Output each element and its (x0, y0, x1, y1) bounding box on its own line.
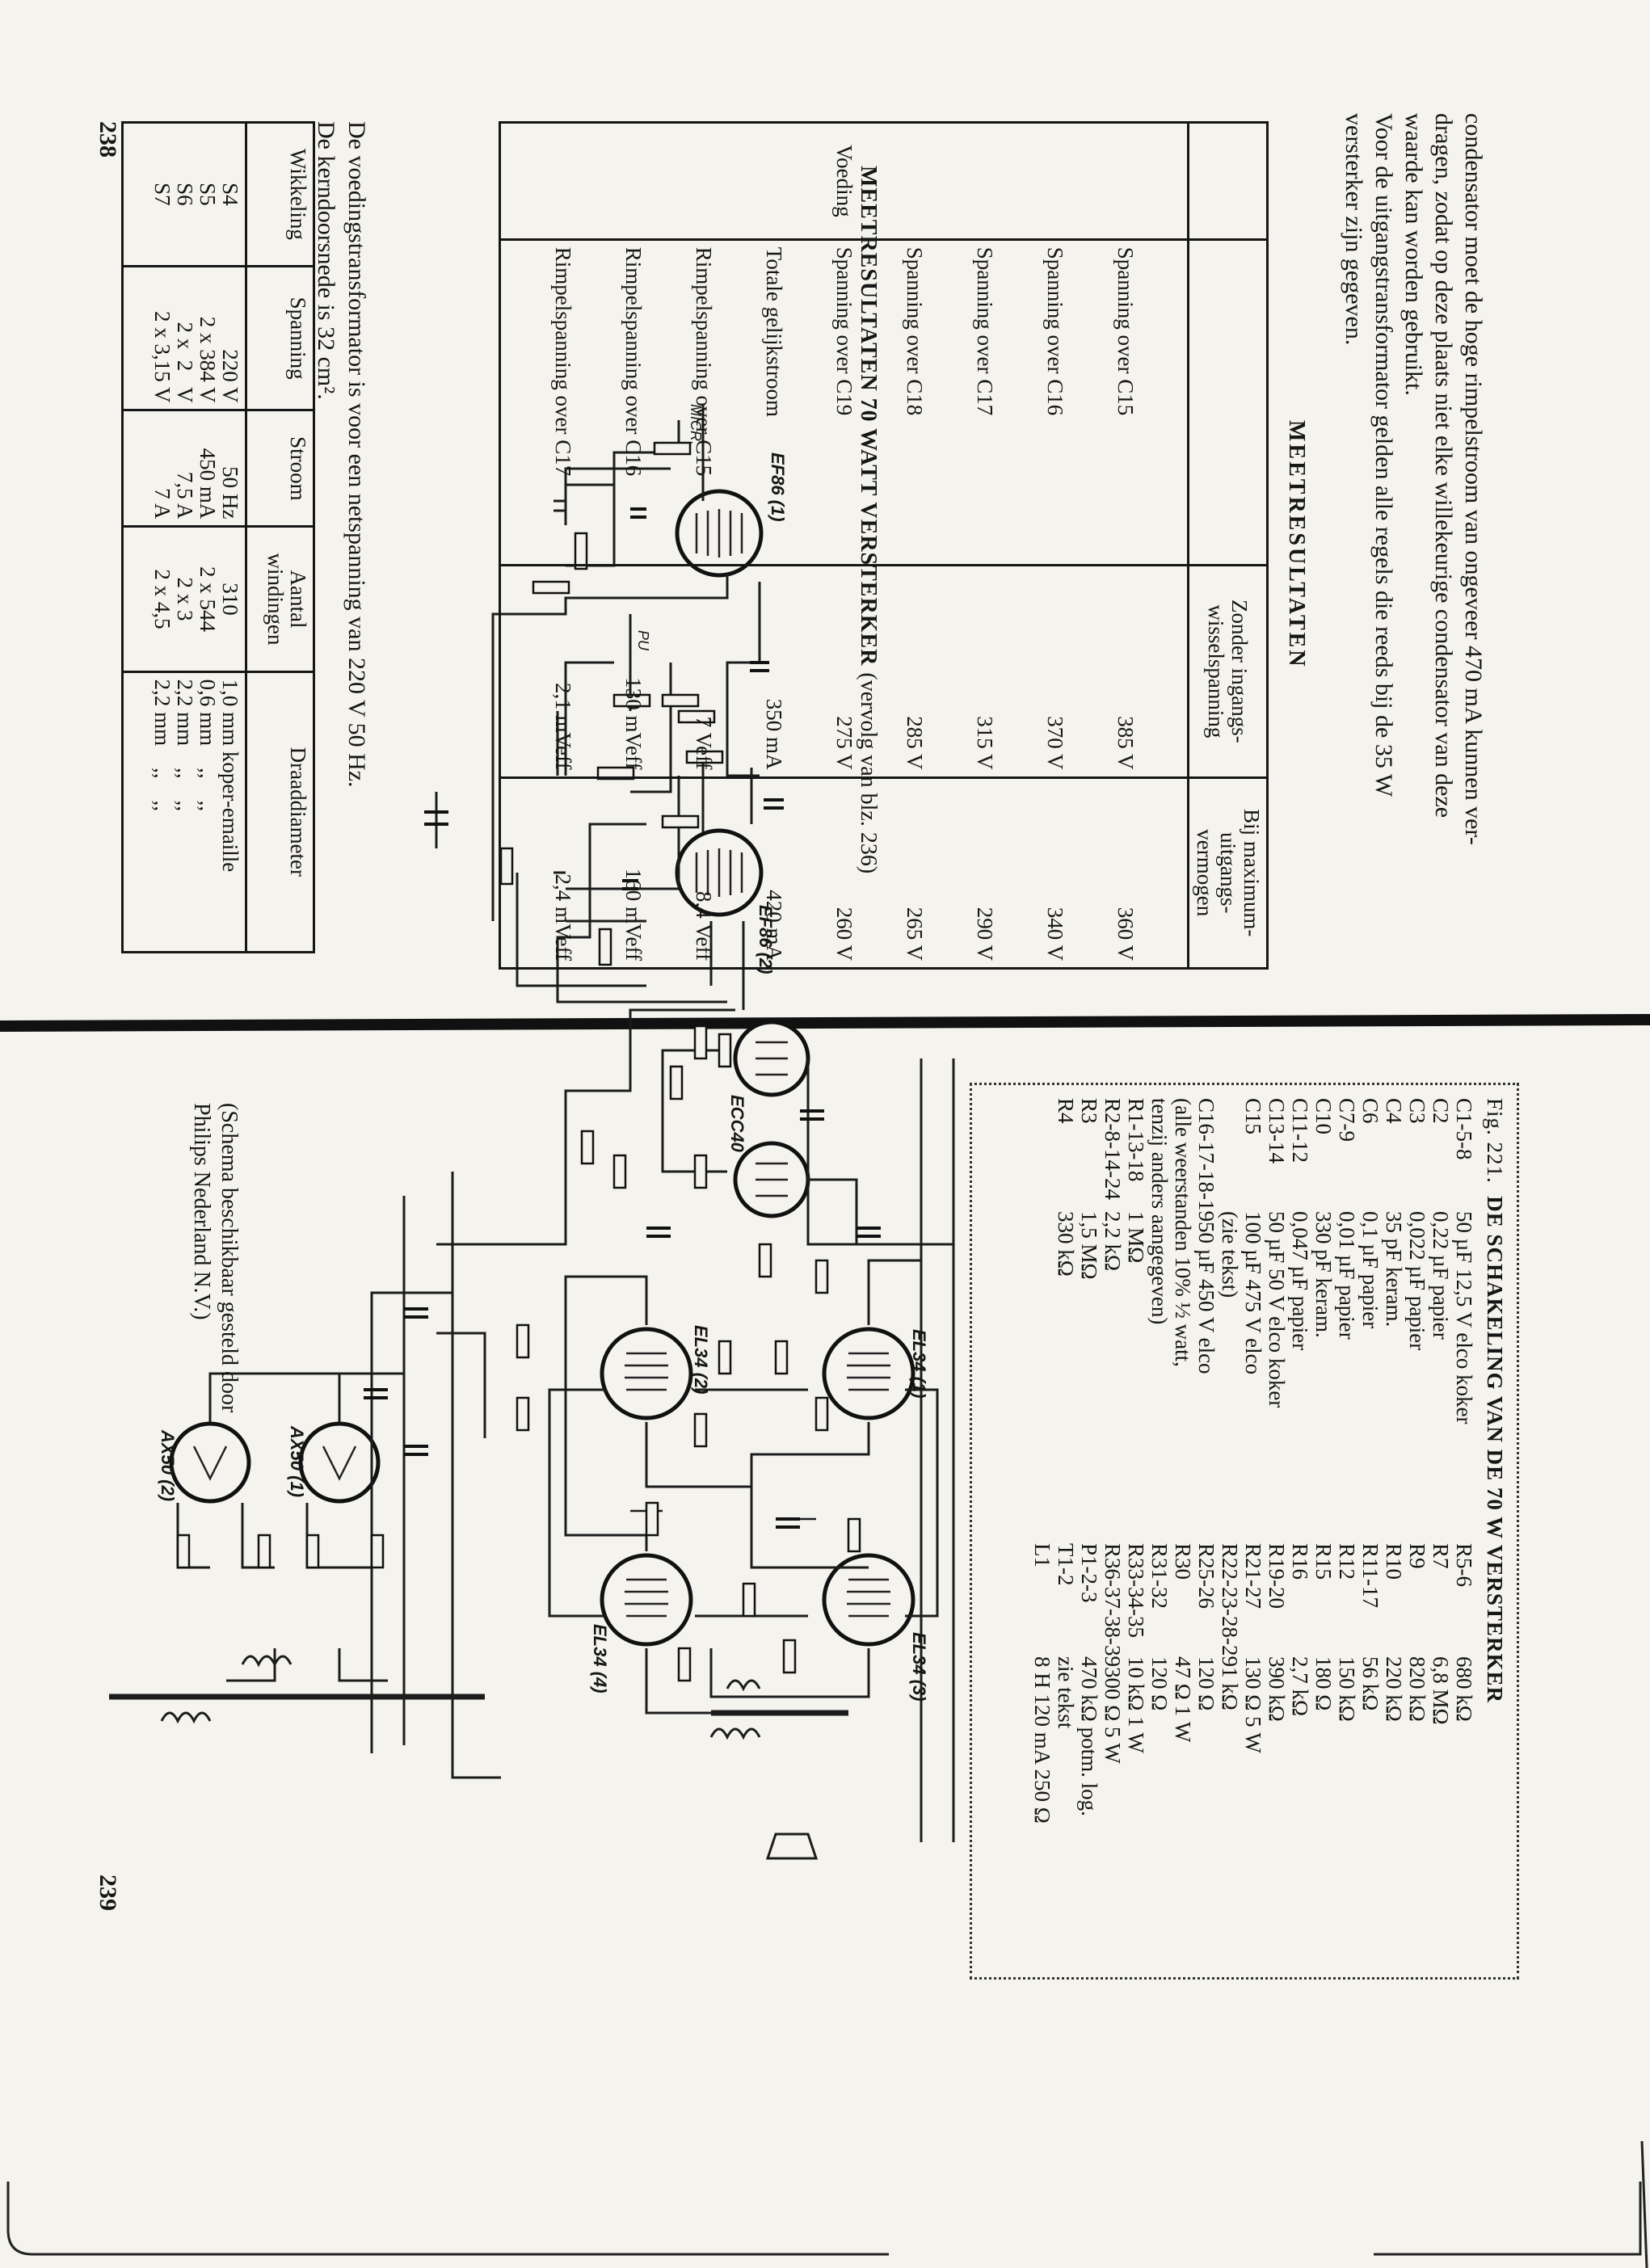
label-ecc40: ECC40 (727, 1095, 747, 1153)
values-without-input: 385 V 370 V 315 V 285 V 275 V 350 mA 7 V… (499, 565, 1189, 778)
label-ax50-2: AX50 (2) (158, 1429, 178, 1501)
label-el34-4: EL34 (4) (590, 1624, 610, 1694)
intro-line: waarde kan worden gebruikt. (1400, 113, 1427, 396)
tube-el34-3 (822, 1553, 915, 1647)
header-without-input: Zonder ingangs- wisselspanning (1188, 565, 1268, 778)
winding-table: Wikkeling Spanning Stroom Aantal winding… (121, 121, 315, 953)
header-stroom: Stroom (246, 410, 314, 527)
label-micr: MICR. (688, 404, 704, 445)
power-amp-schematic: ECC40 EL34 (1) EL34 (2) EL34 (3) EL34 (4… (109, 1008, 955, 1860)
tube-ax50-2 (169, 1421, 251, 1504)
category-voeding: Voeding (499, 122, 1189, 240)
page-number-239: 239 (95, 1875, 121, 1911)
list-item: (alle weerstanden 10% ½ watt, (1171, 1098, 1195, 1367)
header-max-output: Bij maximum- uitgangs- vermogen (1188, 777, 1268, 969)
label-ax50-1: AX50 (1) (287, 1425, 307, 1497)
intro-line: condensator moet de hoge rimpelstroom va… (1460, 113, 1487, 845)
meetresultaten-title: MEETRESULTATEN (1284, 420, 1309, 669)
results-70w-title-suffix: (vervolg van blz. 236) (856, 672, 881, 874)
transformer-paragraph: De voedingstransformator is voor een net… (310, 121, 372, 970)
list-item: tenzij anders aangegeven) (1147, 1098, 1172, 1325)
measurement-table: Zonder ingangs- wisselspanning Bij maxim… (499, 121, 1269, 970)
label-el34-1: EL34 (1) (909, 1329, 929, 1399)
label-pu: PU (635, 630, 651, 651)
parts-caption: Fig. 221. DE SCHAKELING VAN DE 70 W VERS… (1483, 1098, 1507, 1703)
tube-ax50-1 (298, 1421, 381, 1504)
intro-line: Voor de uitgangstransformator gelden all… (1370, 113, 1397, 797)
label-ef86-1: EF86 (1) (768, 452, 788, 522)
label-el34-2: EL34 (2) (691, 1325, 711, 1395)
tube-el34-1 (822, 1327, 915, 1420)
intro-line: versterker zijn gegeven. (1341, 113, 1367, 346)
preamp-schematic: EF86 (1) EF86 (2) MICR. PU (424, 404, 788, 1010)
page-edge-right (1640, 2140, 1648, 2268)
header-windingen: Aantal windingen (246, 526, 314, 672)
label-el34-3: EL34 (3) (909, 1632, 929, 1702)
header-draaddiameter: Draaddiameter (246, 671, 314, 953)
speaker-icon (765, 1832, 819, 1860)
page-number-238: 238 (95, 121, 121, 158)
header-spanning: Spanning (246, 266, 314, 410)
parts-list: Fig. 221. DE SCHAKELING VAN DE 70 W VERS… (970, 1083, 1519, 1980)
intro-paragraph: condensator moet de hoge rimpelstroom va… (1339, 113, 1488, 982)
list-item: (zie tekst) (1218, 1211, 1242, 1298)
row-labels: Spanning over C15 Spanning over C16 Span… (499, 239, 1189, 566)
page-edge-bottom (6, 2182, 1642, 2256)
tube-el34-2 (600, 1327, 693, 1420)
trafo-line: De voedingstransformator is voor een net… (343, 121, 370, 788)
values-max-output: 360 V 340 V 290 V 265 V 260 V 420 mA 8,4… (499, 777, 1189, 969)
table-corner-2 (1188, 239, 1268, 566)
table-corner (1188, 122, 1268, 240)
schema-credit-note: (Schema beschikbaar gesteld door Philips… (189, 1103, 242, 1413)
tube-el34-4 (600, 1553, 693, 1647)
header-wikkeling: Wikkeling (246, 122, 314, 267)
results-70w-title: MEETRESULTATEN 70 WATT VERSTERKER (vervo… (856, 166, 881, 874)
page-fold-line (0, 1014, 1650, 1032)
intro-line: dragen, zodat op deze plaats niet elke w… (1430, 113, 1457, 818)
label-ef86-2: EF86 (2) (756, 905, 776, 974)
